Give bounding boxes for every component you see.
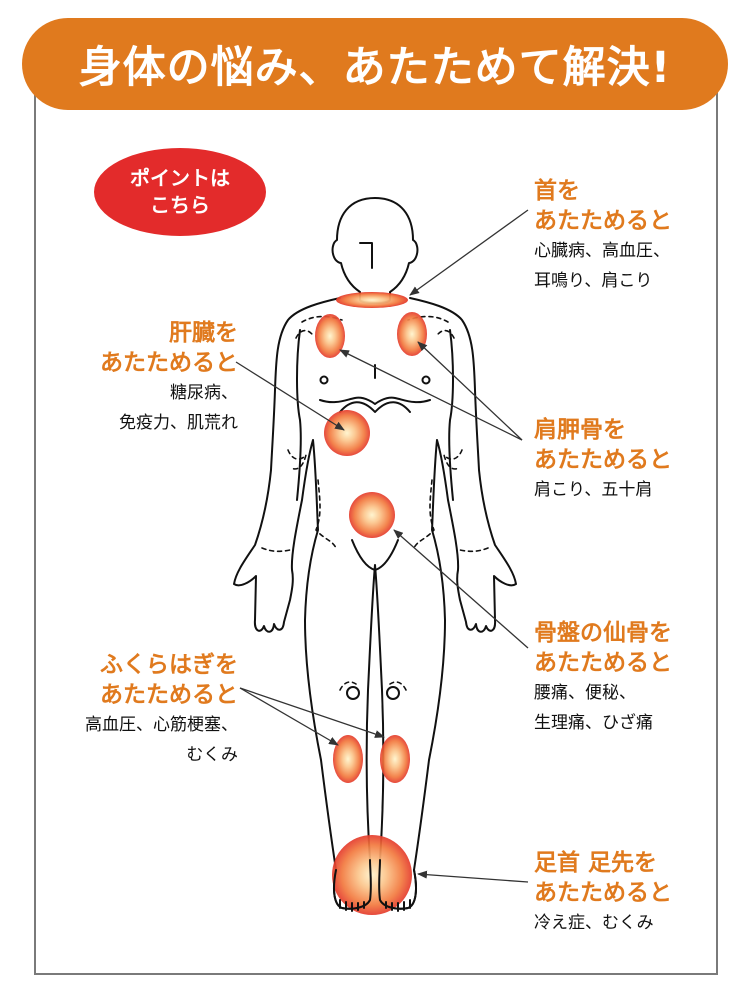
callout-ankle-heading-2: あたためると (534, 880, 672, 906)
callout-neck-desc-2: 耳鳴り、肩こり (534, 271, 653, 291)
warmth-hotspots (315, 292, 427, 915)
callout-shoulder-blade-heading-1: 肩胛骨を (534, 417, 626, 443)
points-badge: ポイントは こちら (94, 148, 266, 236)
callout-shoulder-blade: 肩胛骨を あたためると 肩こり、五十肩 (534, 415, 672, 505)
callout-neck-heading-2: あたためると (534, 208, 672, 234)
callout-calf: ふくらはぎを あたためると 高血圧、心筋梗塞、 むくみ (85, 650, 238, 770)
callout-liver-desc-1: 糖尿病、 (170, 383, 238, 403)
left-inner-arm (296, 329, 302, 501)
hotspot-sacrum (349, 492, 395, 538)
title-banner: 身体の悩み、あたためて解決! (22, 18, 728, 110)
callout-shoulder-blade-heading-2: あたためると (534, 447, 672, 473)
callout-calf-desc-2: むくみ (186, 745, 238, 765)
callout-liver-heading-2: あたためると (100, 350, 238, 376)
page-title: 身体の悩み、あたためて解決! (78, 43, 672, 93)
chest-line (319, 396, 431, 405)
right-knee-mark (386, 686, 400, 700)
callout-calf-desc-1: 高血圧、心筋梗塞、 (85, 715, 238, 735)
arrow-liver (235, 361, 345, 431)
nose-outline (359, 242, 373, 269)
hotspot-right-calf (380, 735, 410, 783)
callout-neck-desc-1: 心臓病、高血圧、 (534, 241, 670, 261)
hotspot-left-calf (333, 735, 363, 783)
callout-sacrum-heading-1: 骨盤の仙骨を (534, 620, 672, 646)
arrow-shoulder-blade-left (339, 349, 523, 441)
left-nipple (319, 375, 329, 385)
arrow-ankle (417, 870, 529, 883)
callout-ankle-heading-1: 足首 足先を (534, 850, 658, 876)
hotspot-right-shoulder (397, 312, 427, 356)
right-nipple (421, 375, 431, 385)
hotspot-ankle (332, 835, 412, 915)
callout-liver-desc-2: 免疫力、肌荒れ (119, 413, 238, 433)
torso-right-outline (409, 297, 517, 871)
hotspot-left-shoulder (315, 314, 345, 358)
skeleton-hints (261, 315, 489, 691)
callout-ankle: 足首 足先を あたためると 冷え症、むくみ (534, 848, 672, 938)
callout-neck: 首を あたためると 心臓病、高血圧、 耳鳴り、肩こり (534, 176, 672, 296)
crotch-line (351, 539, 399, 571)
callout-liver-heading-1: 肝臓を (169, 320, 238, 346)
callout-neck-heading-1: 首を (534, 178, 580, 204)
callout-shoulder-blade-desc-1: 肩こり、五十肩 (534, 480, 653, 500)
badge-line-2: こちら (150, 193, 210, 217)
arrow-calf-left (239, 687, 339, 746)
ribcage-line (339, 401, 411, 413)
callout-sacrum: 骨盤の仙骨を あたためると 腰痛、便秘、 生理痛、ひざ痛 (534, 618, 672, 738)
torso-left-outline (233, 297, 341, 871)
callout-sacrum-desc-2: 生理痛、ひざ痛 (534, 713, 653, 733)
callout-sacrum-desc-1: 腰痛、便秘、 (534, 683, 636, 703)
arrow-neck (409, 209, 529, 296)
hotspot-neck (336, 292, 408, 308)
right-inner-arm (448, 329, 454, 501)
callout-calf-heading-1: ふくらはぎを (100, 652, 238, 678)
left-knee-mark (346, 686, 360, 700)
callout-liver: 肝臓を あたためると 糖尿病、 免疫力、肌荒れ (100, 318, 238, 438)
callout-sacrum-heading-2: あたためると (534, 650, 672, 676)
head-outline (331, 197, 419, 304)
inner-legs (365, 564, 385, 861)
arrow-shoulder-blade-right (417, 341, 523, 441)
callout-ankle-desc-1: 冷え症、むくみ (534, 913, 654, 933)
pointer-arrows (235, 209, 529, 883)
callout-calf-heading-2: あたためると (100, 682, 238, 708)
badge-line-1: ポイントは (130, 166, 230, 190)
hotspot-liver (324, 410, 370, 456)
body-outline (233, 197, 517, 910)
arrow-sacrum (393, 529, 529, 649)
feet-overlay (333, 859, 417, 912)
arrow-calf-right (239, 687, 385, 738)
